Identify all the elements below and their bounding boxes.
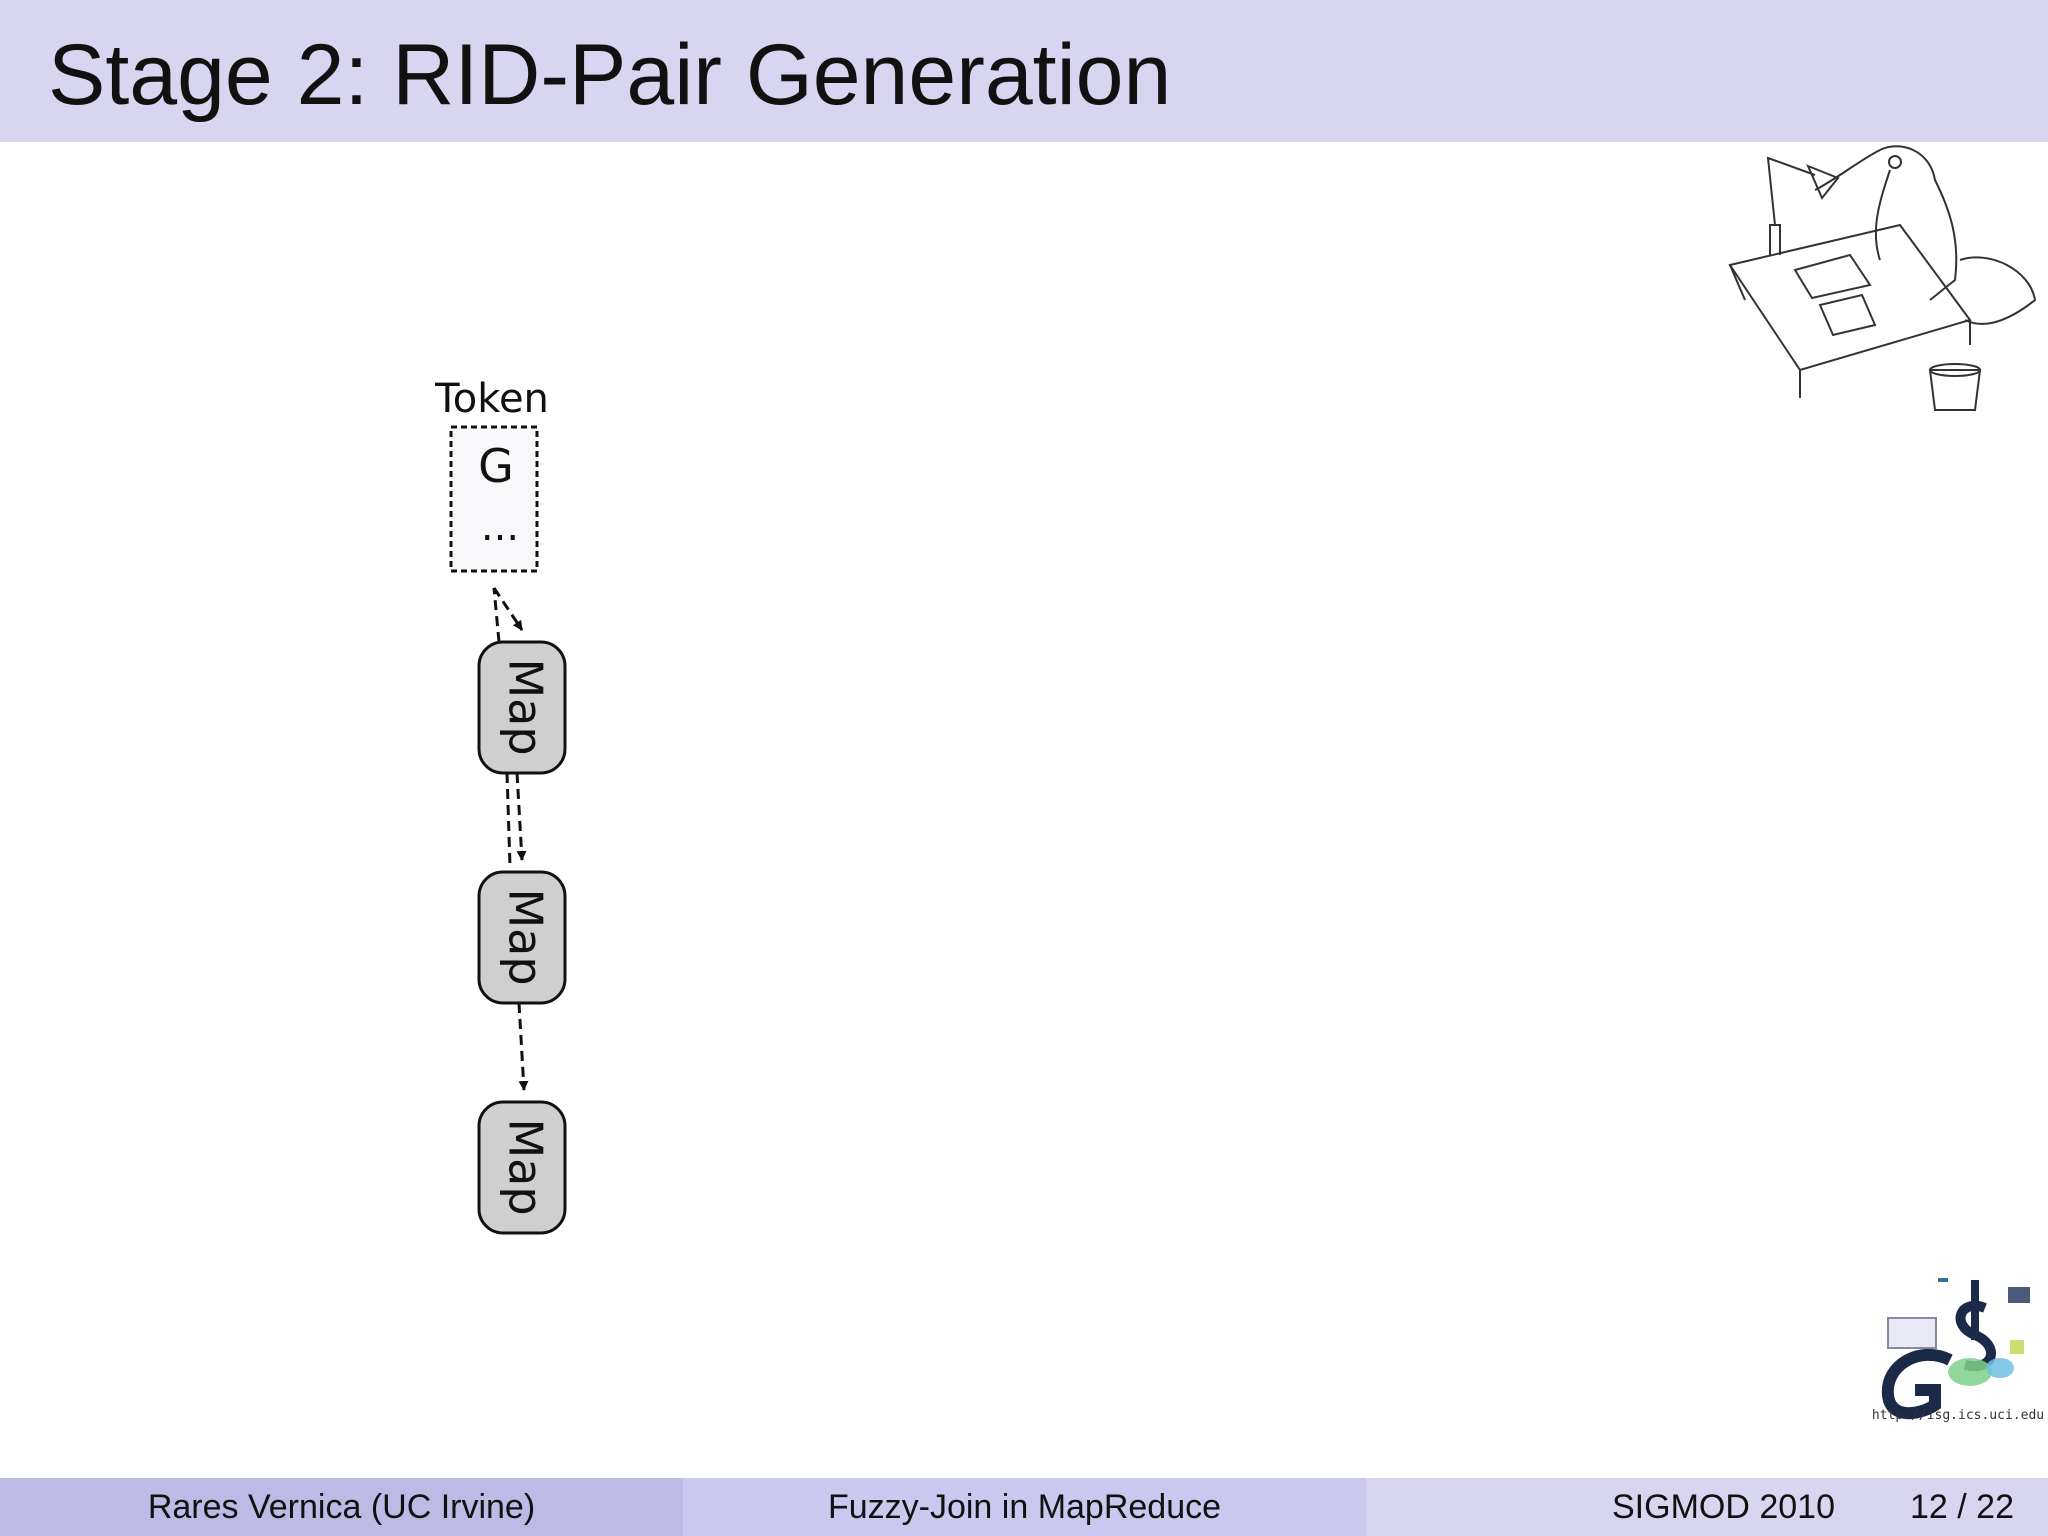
slide-footer: Rares Vernica (UC Irvine) Fuzzy-Join in … (0, 1478, 2048, 1536)
token-label: Token (434, 376, 549, 422)
token-value-g: G (478, 439, 514, 493)
slide-title: Stage 2: RID-Pair Generation (48, 27, 1172, 123)
map-node-3-label: Map (499, 1118, 553, 1215)
footer-talk-title: Fuzzy-Join in MapReduce (683, 1478, 1366, 1536)
footer-page-number: 12 / 22 (1910, 1488, 2014, 1526)
isg-logo-icon: http://isg.ics.uci.edu (1872, 1278, 2044, 1423)
edge-map-2-to-map-3 (517, 1002, 529, 1091)
token-box (449, 425, 539, 573)
edge-map-1-to-map-2-b (515, 772, 527, 861)
map-node-3: Map (477, 1100, 567, 1235)
edge-map-1-to-token (492, 587, 501, 643)
isg-url-text: http://isg.ics.uci.edu (1872, 1408, 2044, 1423)
map-node-1-label: Map (499, 658, 553, 755)
footer-author: Rares Vernica (UC Irvine) (0, 1478, 683, 1536)
map-node-2: Map (477, 870, 567, 1005)
footer-conference: SIGMOD 2010 (1612, 1488, 1835, 1526)
map-node-1: Map (477, 640, 567, 775)
anteater-mascot-icon (1728, 145, 2037, 411)
map-node-2-label: Map (499, 888, 553, 985)
slide-header: Stage 2: RID-Pair Generation (0, 0, 2048, 142)
footer-right: SIGMOD 2010 12 / 22 (1366, 1478, 2048, 1536)
edge-token-to-map-1 (492, 587, 524, 631)
edge-map-1-to-map-2-a (505, 772, 512, 867)
token-value-ellipsis: ... (481, 504, 519, 550)
